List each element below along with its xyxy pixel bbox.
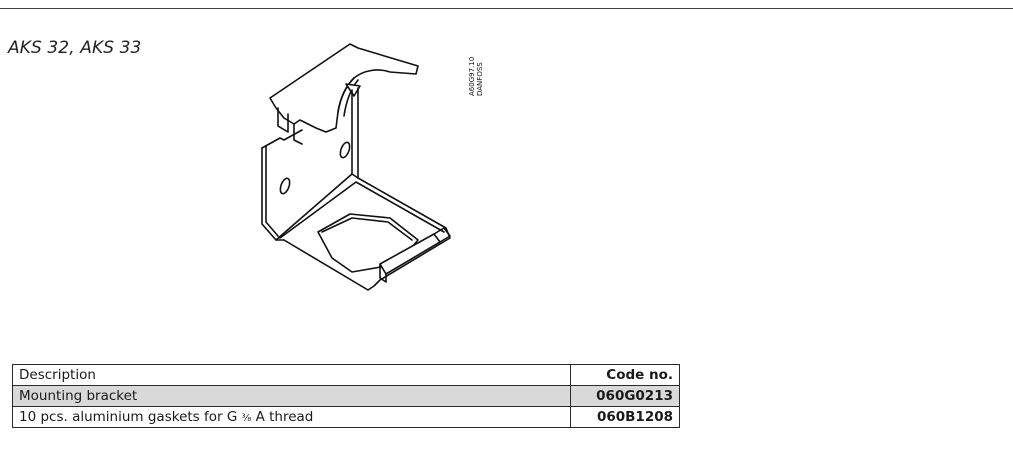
figure-reference-code: DANFOSS A60G97.10 bbox=[438, 48, 484, 96]
top-rule bbox=[0, 8, 1013, 9]
row-description: 10 pcs. aluminium gaskets for G ³⁄₈ A th… bbox=[12, 406, 571, 428]
mounting-bracket-illustration bbox=[261, 43, 451, 291]
row-description-text: Mounting bracket bbox=[19, 388, 138, 404]
row-description-text: 10 pcs. aluminium gaskets for G bbox=[19, 409, 242, 425]
header-description: Description bbox=[12, 364, 571, 386]
header-code-no: Code no. bbox=[570, 364, 680, 386]
figure-code-line1: DANFOSS bbox=[476, 62, 484, 96]
table-row: 10 pcs. aluminium gaskets for G ³⁄₈ A th… bbox=[12, 406, 680, 428]
row-code: 060B1208 bbox=[570, 406, 680, 428]
table-row: Mounting bracket 060G0213 bbox=[12, 385, 680, 407]
figure-code-line2: A60G97.10 bbox=[468, 56, 476, 96]
section-title: AKS 32, AKS 33 bbox=[8, 38, 142, 58]
row-code: 060G0213 bbox=[570, 385, 680, 407]
row-description: Mounting bracket bbox=[12, 385, 571, 407]
ordering-table: Description Code no. Mounting bracket 06… bbox=[12, 364, 680, 428]
table-header-row: Description Code no. bbox=[12, 364, 680, 386]
thread-size-fraction: ³⁄₈ bbox=[241, 413, 252, 424]
row-description-suffix: A thread bbox=[251, 409, 314, 425]
